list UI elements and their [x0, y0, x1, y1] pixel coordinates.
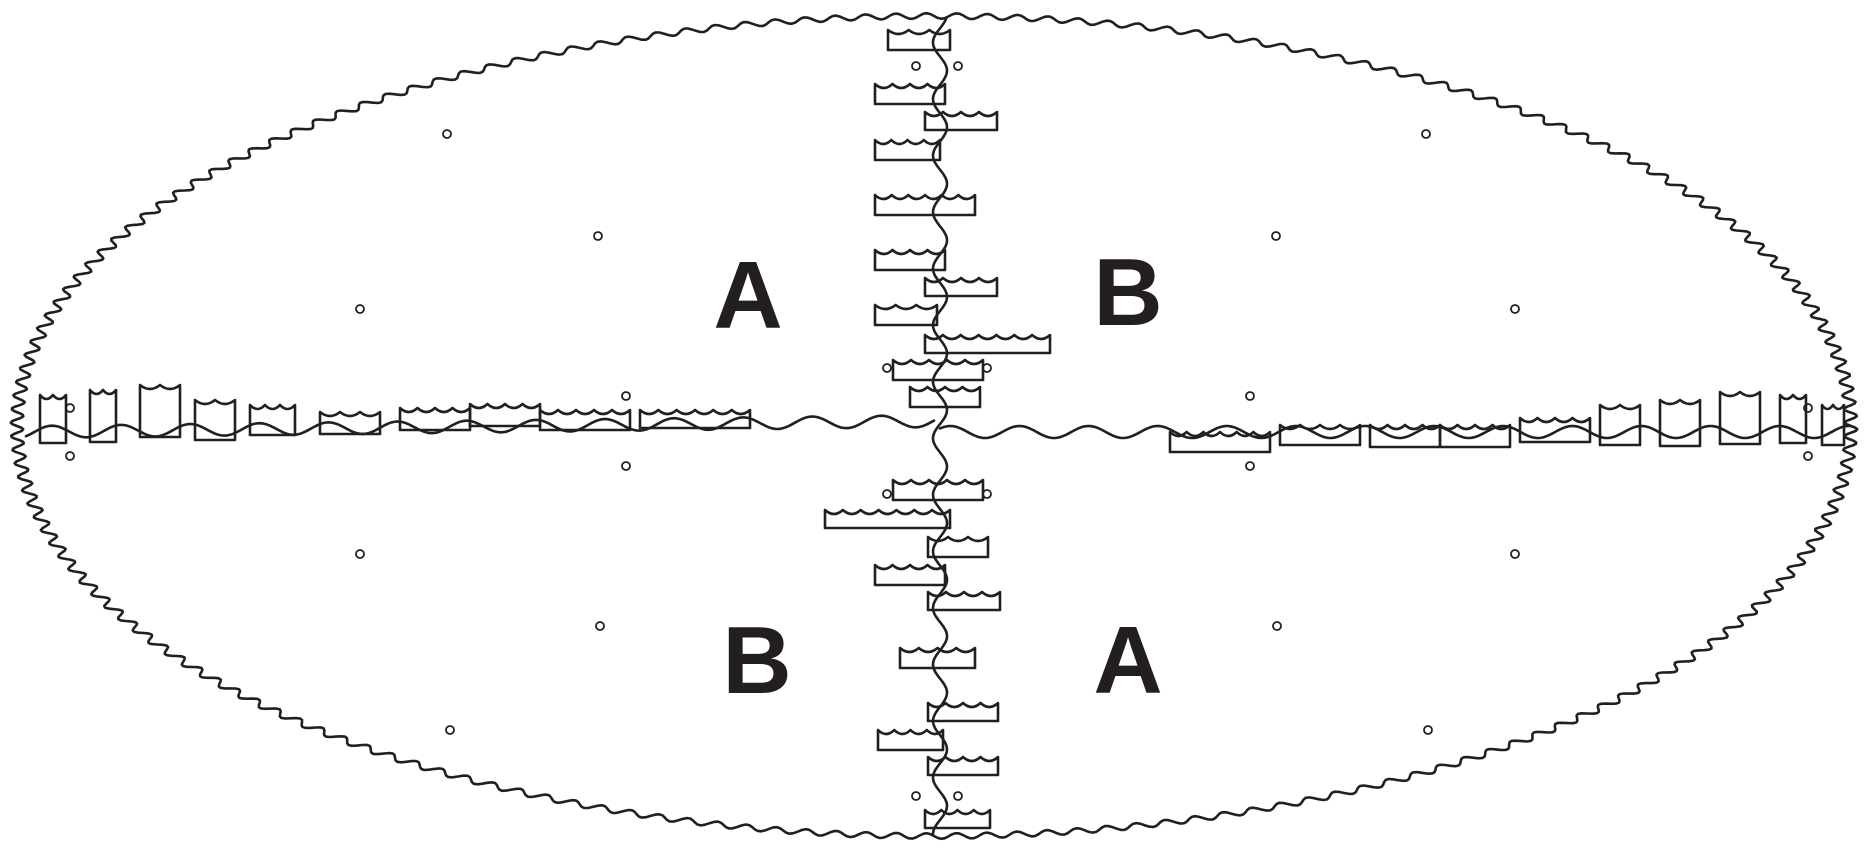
vertical-seam-tab [873, 138, 942, 162]
mounting-hole [1421, 129, 1431, 139]
mounting-hole [911, 61, 921, 71]
vertical-seam-tab [891, 358, 985, 382]
horizontal-seam-tab [468, 402, 542, 428]
vertical-seam-tab [873, 248, 947, 272]
vertical-seam-tab [926, 535, 990, 559]
horizontal-seam-tab [1820, 403, 1846, 447]
mounting-hole [355, 549, 365, 559]
vertical-seam-tab [926, 590, 1002, 612]
mounting-hole [355, 304, 365, 314]
mounting-hole [593, 231, 603, 241]
horizontal-seam-tab [1368, 423, 1442, 449]
horizontal-seam-tab [248, 403, 297, 437]
vertical-seam-tab [908, 385, 982, 409]
horizontal-seam-right [938, 424, 1852, 440]
quadrant-label-lower-left: B [722, 607, 791, 714]
horizontal-seam-tab [1658, 398, 1702, 448]
mounting-hole [1245, 391, 1255, 401]
quadrant-label-upper-right: B [1093, 239, 1162, 346]
horizontal-seam-tab [1598, 403, 1642, 447]
vertical-seam-tab [923, 276, 999, 298]
vertical-seam-tab [823, 508, 952, 530]
quadrant-label-lower-right: A [1093, 607, 1162, 714]
horizontal-seam-tab [138, 383, 182, 439]
horizontal-seam-tab [1718, 390, 1762, 446]
mounting-hole [65, 451, 75, 461]
mounting-hole [911, 791, 921, 801]
horizontal-seam-tab [1438, 423, 1512, 449]
vertical-seam-tab [923, 110, 999, 132]
mounting-hole [1803, 451, 1813, 461]
horizontal-seam-tab [398, 406, 472, 432]
horizontal-seam-tab [1168, 430, 1272, 454]
vertical-interlocking-seam [931, 16, 949, 836]
mounting-hole [953, 61, 963, 71]
mounting-hole [882, 489, 892, 499]
horizontal-seam-tab [318, 410, 382, 436]
horizontal-seam-tab [38, 393, 68, 445]
mounting-hole [953, 791, 963, 801]
horizontal-seam-tab [1518, 416, 1592, 444]
seam-tabs [38, 28, 1846, 830]
mounting-holes [65, 61, 1813, 801]
horizontal-seam-tab [1778, 393, 1808, 445]
mounting-hole [882, 363, 892, 373]
horizontal-seam-left [24, 414, 936, 439]
horizontal-seam-tab [88, 388, 118, 444]
mounting-hole [1245, 461, 1255, 471]
scalloped-ellipse-outline [9, 11, 1859, 841]
mounting-hole [1271, 231, 1281, 241]
vertical-seam-tab [873, 563, 947, 587]
quadrant-label-upper-left: A [713, 242, 782, 349]
vertical-seam-tab [873, 82, 947, 106]
vertical-seam-tab [886, 28, 952, 52]
mounting-hole [1423, 725, 1433, 735]
vertical-seam-tab [926, 755, 1000, 777]
mounting-hole [442, 129, 452, 139]
mounting-hole [621, 461, 631, 471]
vertical-seam-tab [873, 303, 939, 327]
mounting-hole [1510, 304, 1520, 314]
horizontal-seam-tab [1278, 423, 1362, 447]
vertical-seam-tab [898, 646, 977, 670]
vertical-seam-tab [876, 728, 945, 752]
mounting-hole [1272, 621, 1282, 631]
mounting-hole [1510, 549, 1520, 559]
vertical-seam-tab [923, 333, 1052, 355]
horizontal-seam-tab [193, 398, 237, 442]
mounting-hole [621, 391, 631, 401]
vertical-seam-tab [926, 701, 1000, 723]
mounting-hole [595, 621, 605, 631]
vertical-seam-tab [923, 808, 992, 830]
mounting-hole [445, 725, 455, 735]
vertical-seam-tab [873, 193, 977, 217]
horizontal-seam-tab [538, 408, 632, 432]
horizontal-seam-tab [638, 408, 752, 430]
vertical-seam-tab [891, 478, 985, 502]
